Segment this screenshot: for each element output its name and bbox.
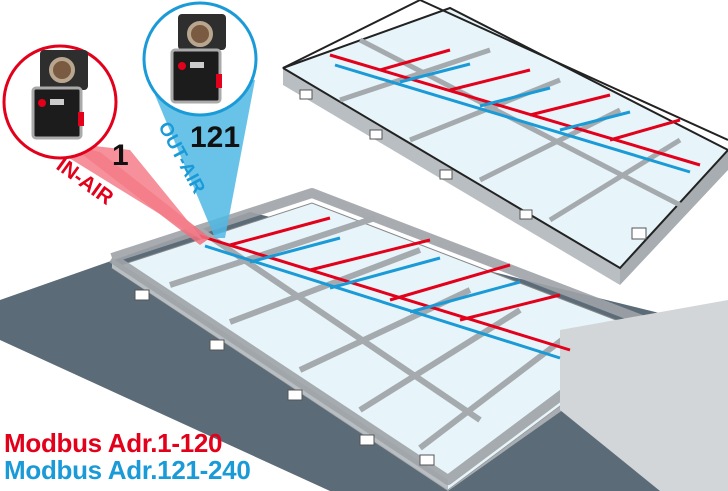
damper-actuator-icon [31, 50, 88, 140]
damper-actuator-icon [170, 14, 226, 104]
in-air-ducts [199, 48, 701, 352]
out-air-address: 121 [190, 121, 240, 154]
lower-floor [109, 188, 728, 491]
in-air-address: 1 [112, 139, 129, 172]
out-air-ducts [204, 62, 691, 360]
legend-in-air: Modbus Adr.1-120 [4, 428, 223, 458]
out-air-cone [155, 80, 255, 238]
legend-out-air: Modbus Adr.121-240 [4, 455, 251, 485]
